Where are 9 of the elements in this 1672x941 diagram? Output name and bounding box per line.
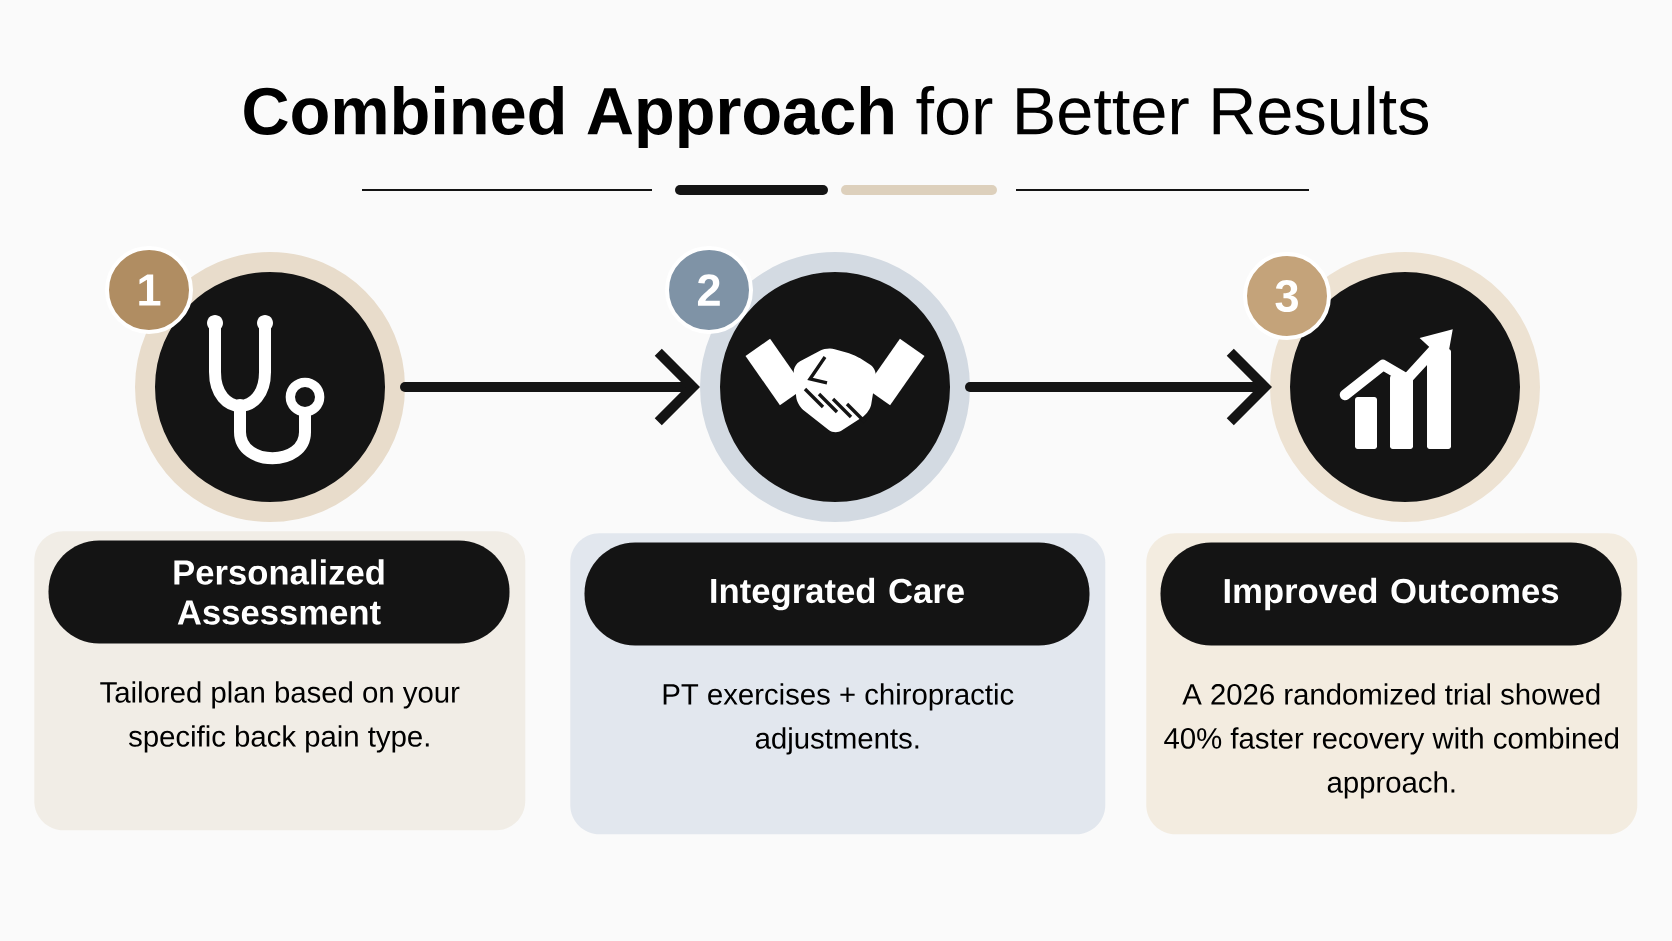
arrow bbox=[965, 348, 1272, 426]
heading-pill: Integrated Care bbox=[584, 542, 1090, 646]
step-number-badge: 1 bbox=[105, 246, 193, 334]
heading-pill: Personalized Assessment bbox=[48, 540, 510, 644]
heading-pill: Improved Outcomes bbox=[1160, 542, 1622, 646]
arrow bbox=[400, 348, 700, 426]
step-number-badge: 3 bbox=[1243, 252, 1331, 340]
title: Combined Approach for Better Results bbox=[244, 85, 1429, 149]
step-number-badge: 2 bbox=[665, 246, 753, 334]
